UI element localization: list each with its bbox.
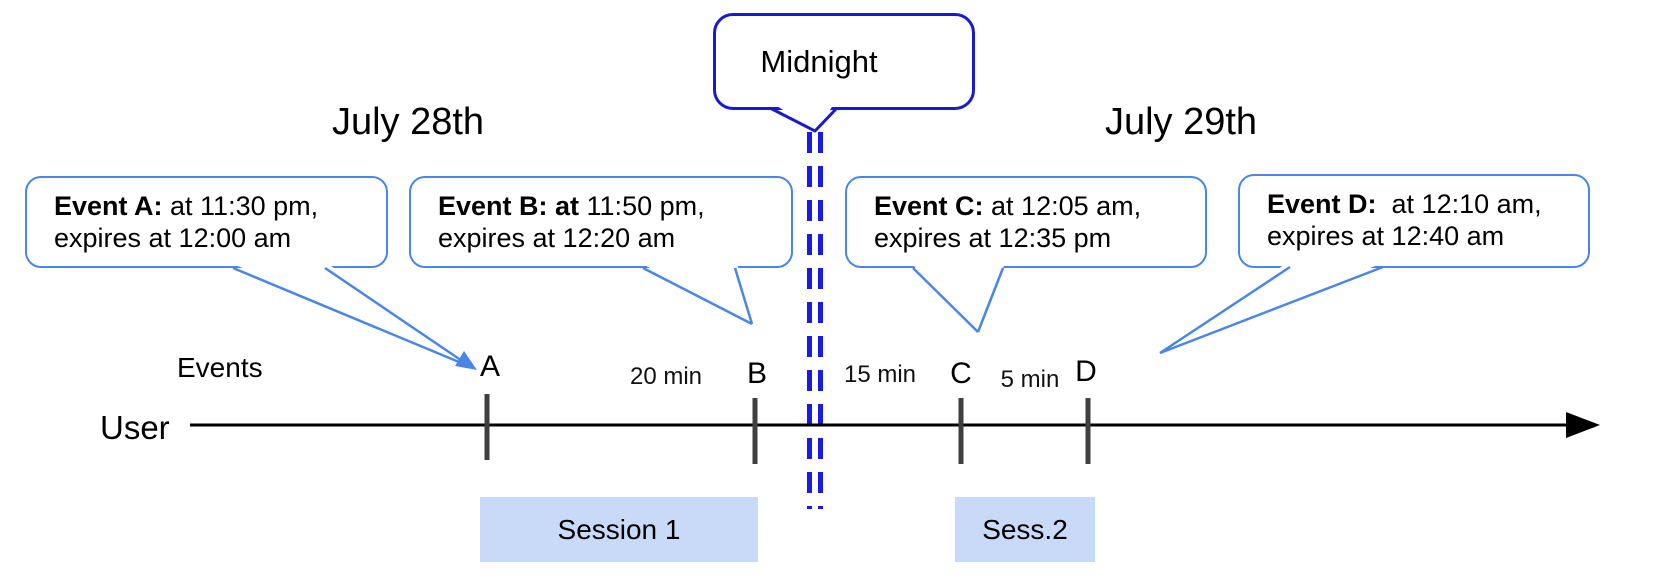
midnight-dashed-line xyxy=(807,132,823,509)
event-b-text: Event B: at 11:50 pm, expires at 12:20 a… xyxy=(438,191,705,253)
event-a-callout: Event A: at 11:30 pm, expires at 12:00 a… xyxy=(25,176,388,268)
gap-label-5min: 5 min xyxy=(1000,366,1060,393)
event-b-callout: Event B: at 11:50 pm, expires at 12:20 a… xyxy=(409,176,793,268)
event-a-callout-tail xyxy=(231,263,477,370)
event-c-callout: Event C: at 12:05 am, expires at 12:35 p… xyxy=(845,176,1207,268)
session-2-box: Sess.2 xyxy=(955,497,1095,562)
event-c-callout-tail xyxy=(911,263,1005,333)
event-b-callout-tail xyxy=(641,263,754,326)
tick-label-c: C xyxy=(950,357,972,390)
tick-label-d: D xyxy=(1075,355,1097,388)
user-axis-label: User xyxy=(100,409,170,446)
event-d-callout-tail xyxy=(1159,262,1385,355)
session-2-label: Sess.2 xyxy=(982,513,1068,545)
tick-label-a: A xyxy=(479,350,500,383)
event-d-text: Event D: at 12:10 am, expires at 12:40 a… xyxy=(1267,189,1542,251)
events-axis-label: Events xyxy=(177,352,263,383)
midnight-label: Midnight xyxy=(760,43,878,79)
event-ticks xyxy=(484,394,1091,464)
day-label-july-29: July 29th xyxy=(1104,101,1258,143)
session-1-box: Session 1 xyxy=(480,497,758,562)
event-d-callout: Event D: at 12:10 am, expires at 12:40 a… xyxy=(1238,174,1590,268)
event-a-text: Event A: at 11:30 pm, expires at 12:00 a… xyxy=(54,191,319,253)
event-c-text: Event C: at 12:05 am, expires at 12:35 p… xyxy=(874,191,1142,253)
timeline-arrow xyxy=(190,412,1600,438)
session-1-label: Session 1 xyxy=(557,513,681,545)
gap-label-15min: 15 min xyxy=(843,361,917,388)
gap-label-20min: 20 min xyxy=(629,363,703,390)
day-label-july-28: July 28th xyxy=(331,101,485,143)
midnight-callout: Midnight xyxy=(713,13,975,110)
tick-label-b: B xyxy=(746,357,767,390)
